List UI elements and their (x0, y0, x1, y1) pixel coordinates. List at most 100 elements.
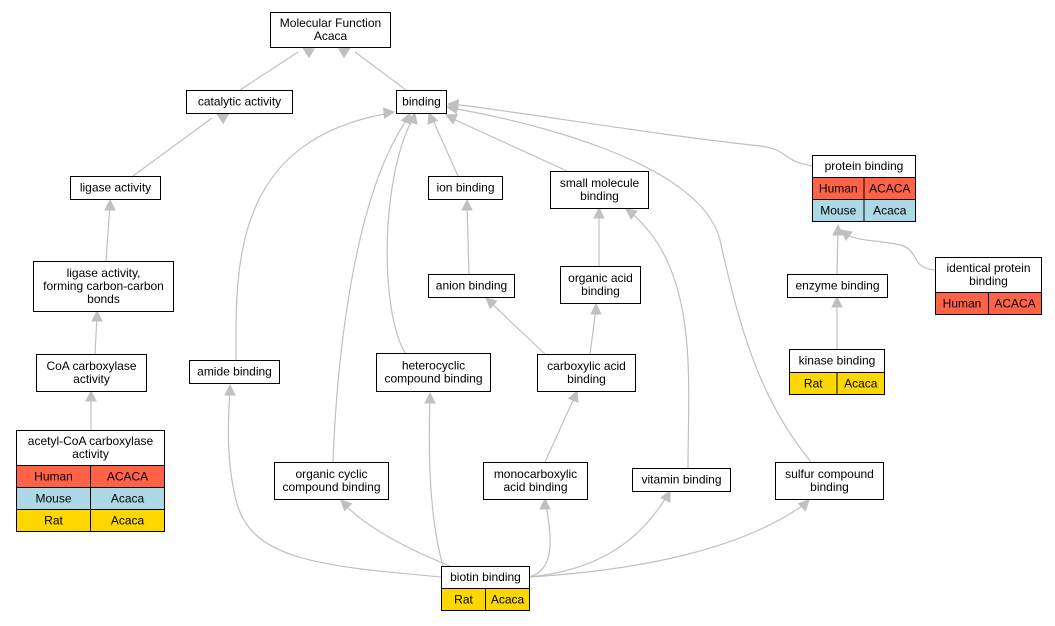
arrowhead (485, 297, 498, 310)
node-label: bonds (87, 292, 120, 306)
node-label: catalytic activity (198, 95, 281, 109)
gene-label: ACACA (107, 470, 148, 484)
edge-monocarboxylic-binding-to-carboxylic-acid-binding (544, 395, 576, 463)
edge-ion-binding-to-binding (431, 117, 459, 177)
species-label: Human (819, 182, 858, 196)
edge-organic-cyclic-binding-to-binding (332, 117, 409, 463)
node-box (33, 261, 174, 312)
node-label: compound binding (282, 480, 380, 494)
edge-biotin-binding-to-vitamin-binding (528, 495, 668, 578)
edge-enzyme-binding-to-protein-binding (836, 229, 839, 275)
node-ion-binding[interactable]: ion binding (428, 176, 503, 200)
edge-amide-binding-to-binding (235, 112, 391, 361)
node-label: amide binding (197, 365, 272, 379)
edges (85, 47, 936, 578)
node-label: Molecular Function (280, 16, 381, 30)
node-label: binding (810, 480, 849, 494)
node-box (274, 462, 389, 500)
node-box (36, 354, 147, 392)
node-vitamin-binding[interactable]: vitamin binding (632, 468, 731, 492)
edge-biotin-binding-to-sulfur-compound-binding (528, 503, 806, 578)
node-ligase-activity[interactable]: ligase activity (70, 176, 161, 200)
arrowhead (625, 208, 638, 220)
node-label: binding (581, 284, 620, 298)
edge-vitamin-binding-to-small-molecule-binding (629, 211, 690, 469)
node-label: activity (72, 447, 109, 461)
node-label: ligase activity (80, 181, 151, 195)
arrowhead (382, 107, 396, 119)
species-label: Rat (804, 377, 823, 391)
arrowhead (831, 295, 843, 308)
node-box (428, 274, 515, 298)
gene-label: ACACA (869, 182, 910, 196)
arrowhead (461, 198, 473, 211)
node-label: enzyme binding (795, 279, 879, 293)
node-label: acid binding (503, 480, 567, 494)
species-label: Mouse (35, 492, 71, 506)
node-label: vitamin binding (641, 473, 721, 487)
node-anion-binding[interactable]: anion binding (428, 274, 515, 298)
node-box (787, 274, 888, 298)
node-box (775, 462, 884, 500)
arrowhead (660, 490, 671, 503)
edge-biotin-binding-to-heterocyclic-binding (428, 397, 444, 567)
arrowhead (590, 302, 602, 315)
species-label: Rat (44, 514, 63, 528)
node-label: binding (402, 95, 441, 109)
node-box (270, 12, 391, 48)
arrowhead (85, 389, 97, 402)
arrowhead (104, 198, 116, 211)
gene-cell (863, 199, 916, 222)
arrowhead (338, 47, 351, 59)
edge-biotin-binding-to-amide-binding (227, 389, 442, 578)
node-amide-binding[interactable]: amide binding (189, 360, 280, 384)
arrowhead (340, 499, 353, 512)
node-binding[interactable]: binding (396, 90, 447, 114)
node-label: organic cyclic (295, 467, 367, 481)
node-box (189, 360, 280, 384)
arrowhead (593, 206, 605, 219)
node-label: sulfur compound (785, 467, 874, 481)
edge-biotin-binding-to-monocarboxylic-binding (528, 503, 551, 578)
node-box (396, 90, 447, 114)
gene-label: ACACA (994, 297, 1035, 311)
node-label: protein binding (825, 159, 904, 173)
edge-sulfur-compound-binding-to-binding (451, 107, 812, 463)
node-ligase-cc[interactable]: ligase activity,forming carbon-carbonbon… (33, 261, 174, 312)
node-enzyme-binding[interactable]: enzyme binding (787, 274, 888, 298)
arrowhead (216, 113, 229, 125)
edge-ligase-activity-to-catalytic-activity (132, 117, 213, 177)
edge-carboxylic-acid-binding-to-anion-binding (489, 301, 546, 355)
node-label: monocarboxylic (494, 467, 577, 481)
species-label: Rat (454, 593, 473, 607)
gene-label: Acaca (491, 593, 525, 607)
node-catalytic-activity[interactable]: catalytic activity (186, 90, 293, 114)
node-box (70, 176, 161, 200)
edge-ligase-cc-to-ligase-activity (105, 203, 111, 262)
arrowhead (427, 111, 439, 125)
edge-binding-to-molecular-function (354, 51, 407, 91)
edge-protein-binding-to-binding (451, 103, 813, 167)
node-label: carboxylic acid (547, 359, 626, 373)
gene-label: Acaca (111, 514, 145, 528)
node-label: heterocyclic (402, 359, 465, 373)
node-box (550, 171, 649, 209)
edge-catalytic-activity-to-molecular-function (239, 51, 299, 91)
node-label: binding (969, 274, 1008, 288)
edge-coa-carboxylase-to-ligase-cc (94, 315, 98, 355)
